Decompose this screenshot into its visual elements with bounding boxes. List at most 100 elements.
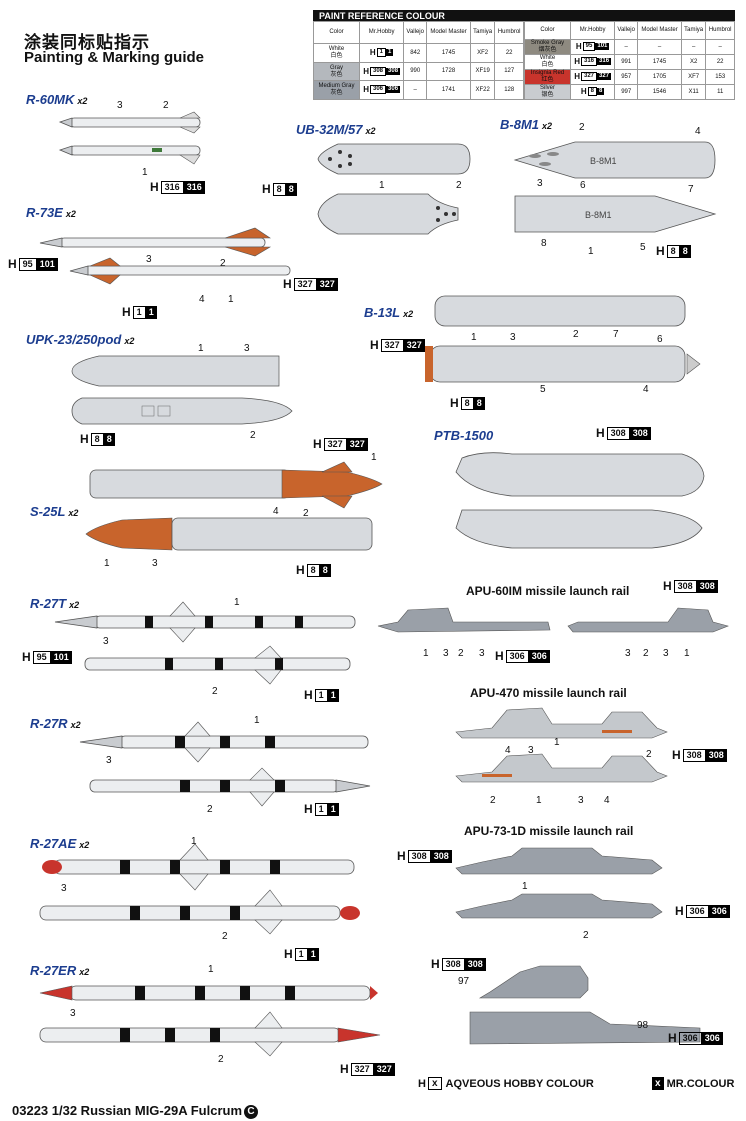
callout: 3 — [117, 100, 123, 111]
callout: 5 — [540, 384, 546, 395]
callout: 97 — [458, 976, 470, 987]
r60mk-drawing — [58, 111, 201, 165]
callout: 8 — [541, 238, 547, 249]
callout: 3 — [61, 883, 67, 894]
paint-col-header: Humbrol — [494, 20, 524, 45]
callout: 2 — [207, 804, 213, 815]
callout: 4 — [643, 384, 649, 395]
callout: 2 — [303, 508, 309, 519]
title-chinese: 涂装同标贴指示 — [24, 33, 150, 52]
callout: 3 — [152, 558, 158, 569]
callout: 1 — [104, 558, 110, 569]
paint-col-header: Color — [524, 21, 571, 40]
callout: 2 — [458, 648, 464, 659]
callout: 7 — [688, 184, 694, 195]
ptb1500-drawing — [455, 452, 705, 549]
callout: 2 — [218, 1054, 224, 1065]
callout: 3 — [244, 343, 250, 354]
callout: 5 — [640, 242, 646, 253]
label-apu60: APU-60IM missile launch rail — [466, 584, 630, 598]
circle-c-icon: C — [244, 1104, 259, 1119]
apu60-drawing — [377, 607, 729, 633]
callout: 3 — [510, 332, 516, 343]
callout: 2 — [573, 329, 579, 340]
paint-col-header: Humbrol — [705, 21, 735, 40]
callout: 1 — [191, 836, 197, 847]
s25l-drawing — [85, 461, 383, 551]
upk23-drawing — [71, 355, 293, 425]
b8-stencil-2: B-8M1 — [585, 210, 612, 220]
callout: 6 — [657, 334, 663, 345]
callout: 3 — [663, 648, 669, 659]
callout: 3 — [537, 178, 543, 189]
callout: 3 — [70, 1008, 76, 1019]
callout: 4 — [604, 795, 610, 806]
callout: 2 — [456, 180, 462, 191]
r27er-drawing — [39, 985, 381, 1057]
b8-stencil: B-8M1 — [590, 156, 617, 166]
callout: 2 — [220, 258, 226, 269]
callout: 3 — [103, 636, 109, 647]
callout: 2 — [646, 749, 652, 760]
label-ptb1500: PTB-1500 — [434, 428, 494, 443]
label-apu73: APU-73-1D missile launch rail — [464, 824, 634, 838]
callout: 6 — [580, 180, 586, 191]
callout: 1 — [208, 964, 214, 975]
callout: 1 — [536, 795, 542, 806]
callout: 4 — [695, 126, 701, 137]
r27t-drawing — [54, 601, 356, 685]
callout: 2 — [583, 930, 589, 941]
callout: 3 — [578, 795, 584, 806]
callout: 1 — [234, 597, 240, 608]
paint-col-header: Tamiya — [469, 20, 496, 45]
callout: 2 — [163, 100, 169, 111]
r27r-drawing — [79, 721, 371, 807]
paint-col-header: Model Master — [637, 21, 682, 40]
paint-col-header: Mr.Hobby — [358, 20, 405, 45]
paint-col-header: Mr.Hobby — [569, 21, 616, 40]
rail-fragment-drawing — [469, 965, 701, 1045]
callout: 7 — [613, 329, 619, 340]
callout: 3 — [106, 755, 112, 766]
callout: 1 — [371, 452, 377, 463]
apu470-drawing — [455, 707, 668, 783]
callout: 2 — [222, 931, 228, 942]
paint-col-header: Tamiya — [680, 21, 707, 40]
